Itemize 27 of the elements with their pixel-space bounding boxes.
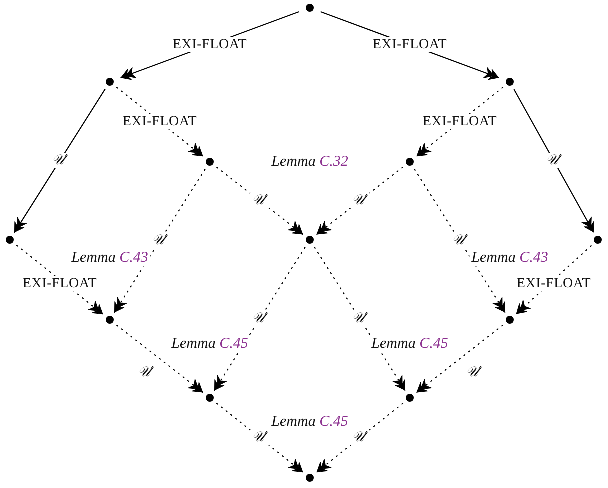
lemma-reference: Lemma C.45 bbox=[370, 336, 450, 352]
point bbox=[106, 316, 114, 324]
edge-label: EXI-FLOAT bbox=[370, 37, 450, 53]
point bbox=[6, 236, 14, 244]
edge-label: EXI-FLOAT bbox=[120, 114, 200, 130]
lemma-reference: Lemma C.43 bbox=[70, 250, 150, 266]
point bbox=[594, 236, 602, 244]
point bbox=[406, 158, 414, 166]
point bbox=[506, 316, 514, 324]
point bbox=[306, 474, 314, 482]
edge-label: EXI-FLOAT bbox=[170, 37, 250, 53]
point bbox=[506, 78, 514, 86]
point bbox=[206, 394, 214, 402]
edge-label: EXI-FLOAT bbox=[514, 276, 594, 292]
lemma-reference: Lemma C.43 bbox=[470, 250, 550, 266]
point bbox=[106, 78, 114, 86]
edge-label: 𝒰′ bbox=[250, 193, 270, 209]
point bbox=[306, 236, 314, 244]
point bbox=[306, 4, 314, 12]
edge-label: EXI-FLOAT bbox=[20, 276, 100, 292]
point bbox=[406, 394, 414, 402]
edge-label: 𝒰′ bbox=[250, 430, 270, 446]
edge-label: 𝒰′ bbox=[350, 430, 370, 446]
edge-label: 𝒰′ bbox=[350, 193, 370, 209]
point bbox=[206, 158, 214, 166]
edge-label: EXI-FLOAT bbox=[420, 114, 500, 130]
lemma-reference: Lemma C.45 bbox=[170, 336, 250, 352]
